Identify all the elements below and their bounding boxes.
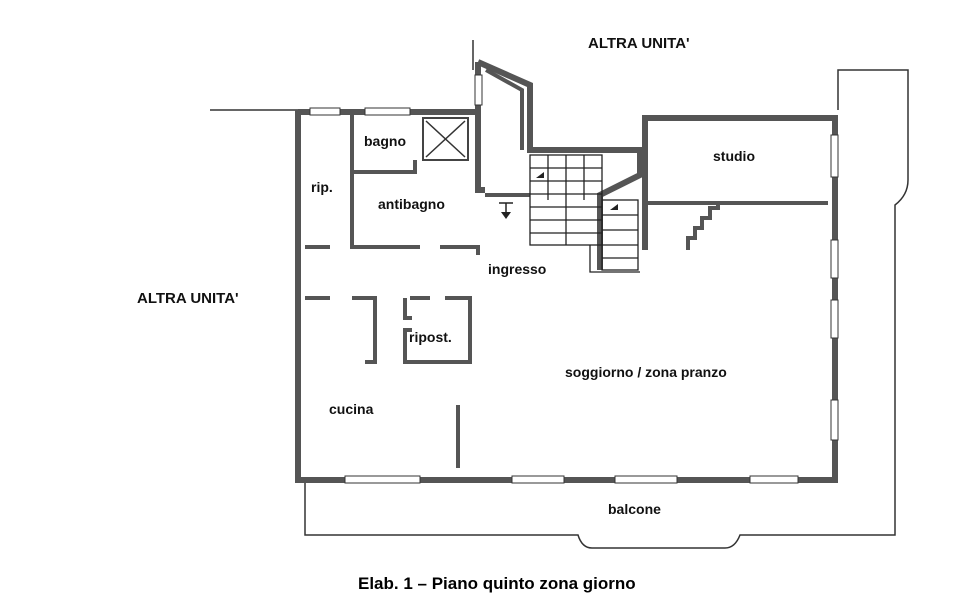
entrance-arrow-icon: [499, 202, 513, 219]
context-lines: [210, 40, 474, 111]
interior-walls: [305, 115, 828, 468]
exterior-wall: [295, 110, 838, 483]
stair-core-wall: [475, 59, 643, 270]
windows: [309, 74, 839, 484]
stair-core-wall-inner: [485, 68, 524, 150]
label-soggiorno: soggiorno / zona pranzo: [565, 364, 727, 380]
staircase: [529, 154, 640, 273]
balcony-outline: [304, 69, 909, 549]
label-altra-unita-top: ALTRA UNITA': [588, 35, 690, 52]
label-ripost: ripost.: [409, 329, 452, 345]
elevator-shaft: [422, 117, 469, 161]
label-antibagno: antibagno: [378, 196, 445, 212]
label-balcone: balcone: [608, 501, 661, 517]
label-studio: studio: [713, 148, 755, 164]
label-bagno: bagno: [364, 133, 406, 149]
label-altra-unita-left: ALTRA UNITA': [137, 290, 239, 307]
drawing-caption: Elab. 1 – Piano quinto zona giorno: [358, 574, 636, 593]
label-cucina: cucina: [329, 401, 374, 417]
studio-steps: [686, 203, 720, 250]
label-ingresso: ingresso: [488, 261, 546, 277]
label-rip: rip.: [311, 179, 333, 195]
